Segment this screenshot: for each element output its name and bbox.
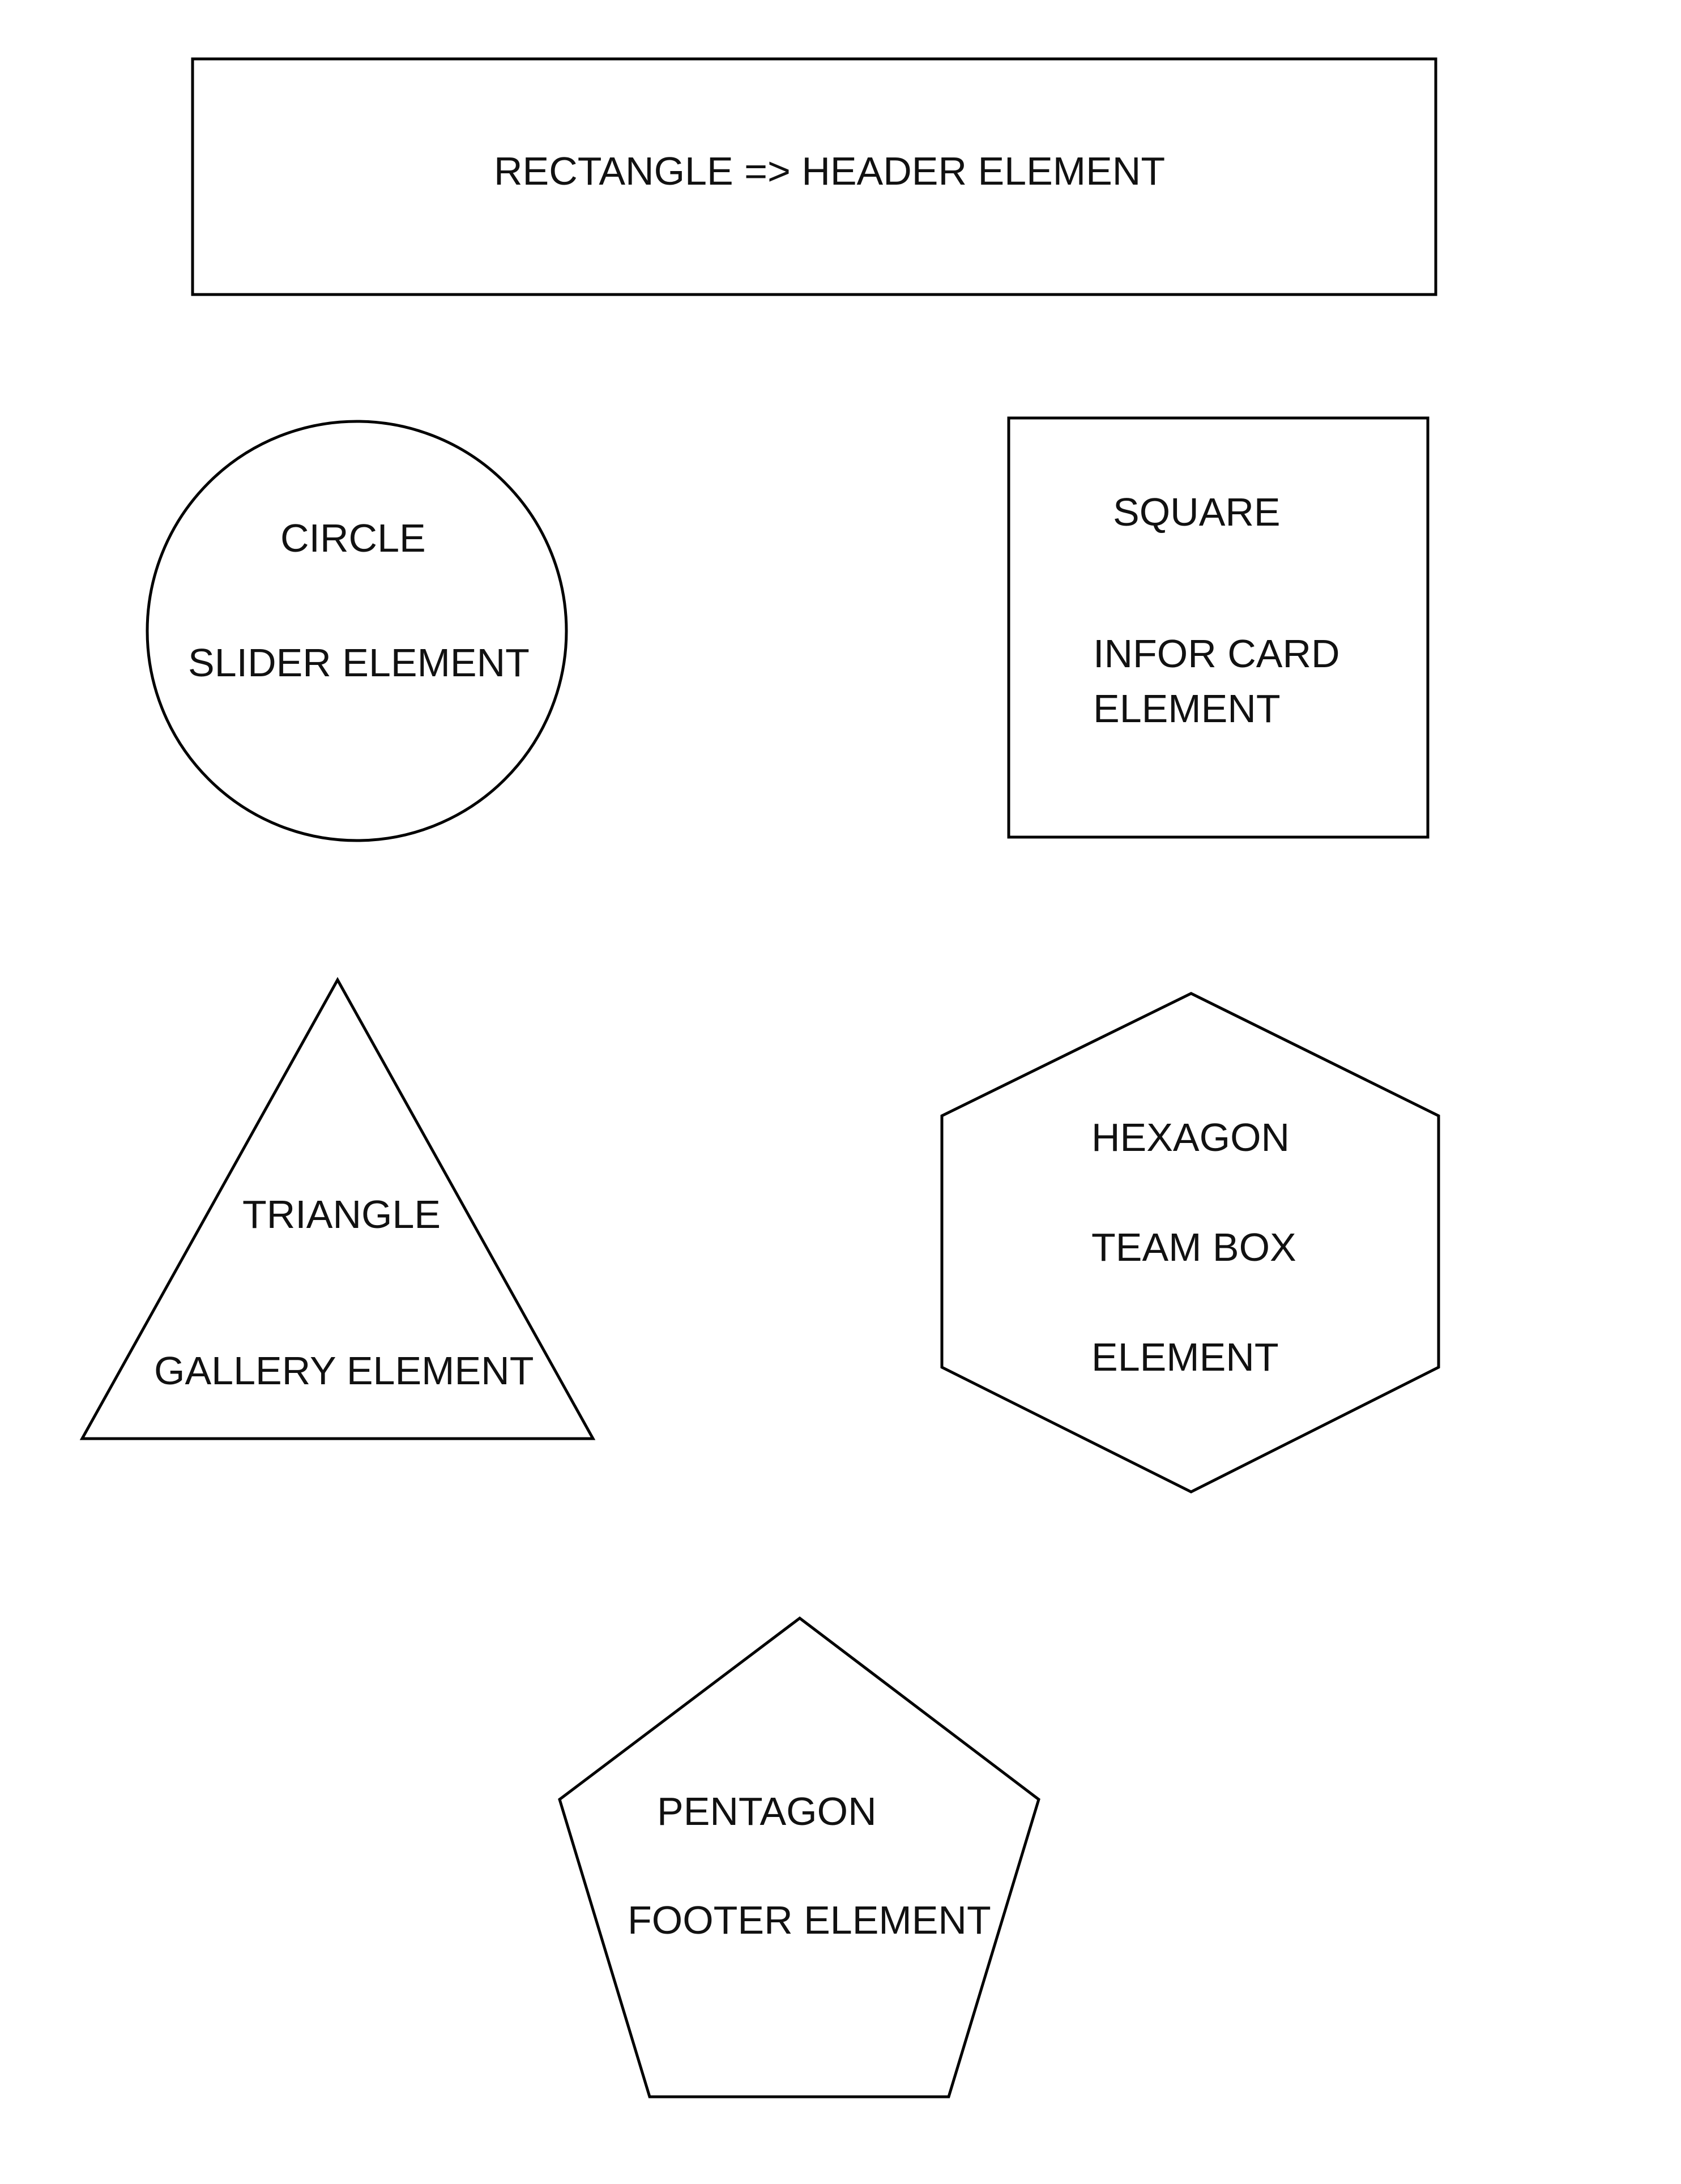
circle-shape <box>146 420 568 842</box>
hexagon-team-box-group: HEXAGON TEAM BOX ELEMENT <box>940 992 1440 1494</box>
pentagon-shape <box>558 1616 1040 2098</box>
circle-label-line2: SLIDER ELEMENT <box>188 641 530 685</box>
square-shape <box>1007 416 1430 839</box>
square-label-line3: ELEMENT <box>1093 686 1281 731</box>
triangle-shape <box>79 976 596 1440</box>
triangle-gallery-group: TRIANGLE GALLERY ELEMENT <box>79 976 596 1440</box>
rectangle-header-group: RECTANGLE => HEADER ELEMENT <box>191 57 1437 296</box>
square-label-line1: SQUARE <box>1113 490 1281 534</box>
circle-label-line1: CIRCLE <box>280 516 426 560</box>
hexagon-label-line1: HEXAGON <box>1091 1115 1290 1159</box>
pentagon-label-line2: FOOTER ELEMENT <box>628 1898 991 1942</box>
circle-slider-group: CIRCLE SLIDER ELEMENT <box>146 420 568 842</box>
triangle-label-line2: GALLERY ELEMENT <box>154 1349 534 1393</box>
hexagon-label-line2: TEAM BOX <box>1091 1225 1296 1269</box>
square-label-line2: INFOR CARD <box>1093 632 1340 676</box>
square-info-card-group: SQUARE INFOR CARD ELEMENT <box>1007 416 1430 839</box>
pentagon-label-line1: PENTAGON <box>657 1789 877 1833</box>
triangle-label-line1: TRIANGLE <box>242 1192 441 1236</box>
hexagon-shape <box>940 992 1440 1494</box>
rectangle-shape <box>191 57 1437 296</box>
hexagon-label-line3: ELEMENT <box>1091 1335 1279 1379</box>
rectangle-label: RECTANGLE => HEADER ELEMENT <box>494 149 1165 193</box>
pentagon-footer-group: PENTAGON FOOTER ELEMENT <box>558 1616 1040 2098</box>
